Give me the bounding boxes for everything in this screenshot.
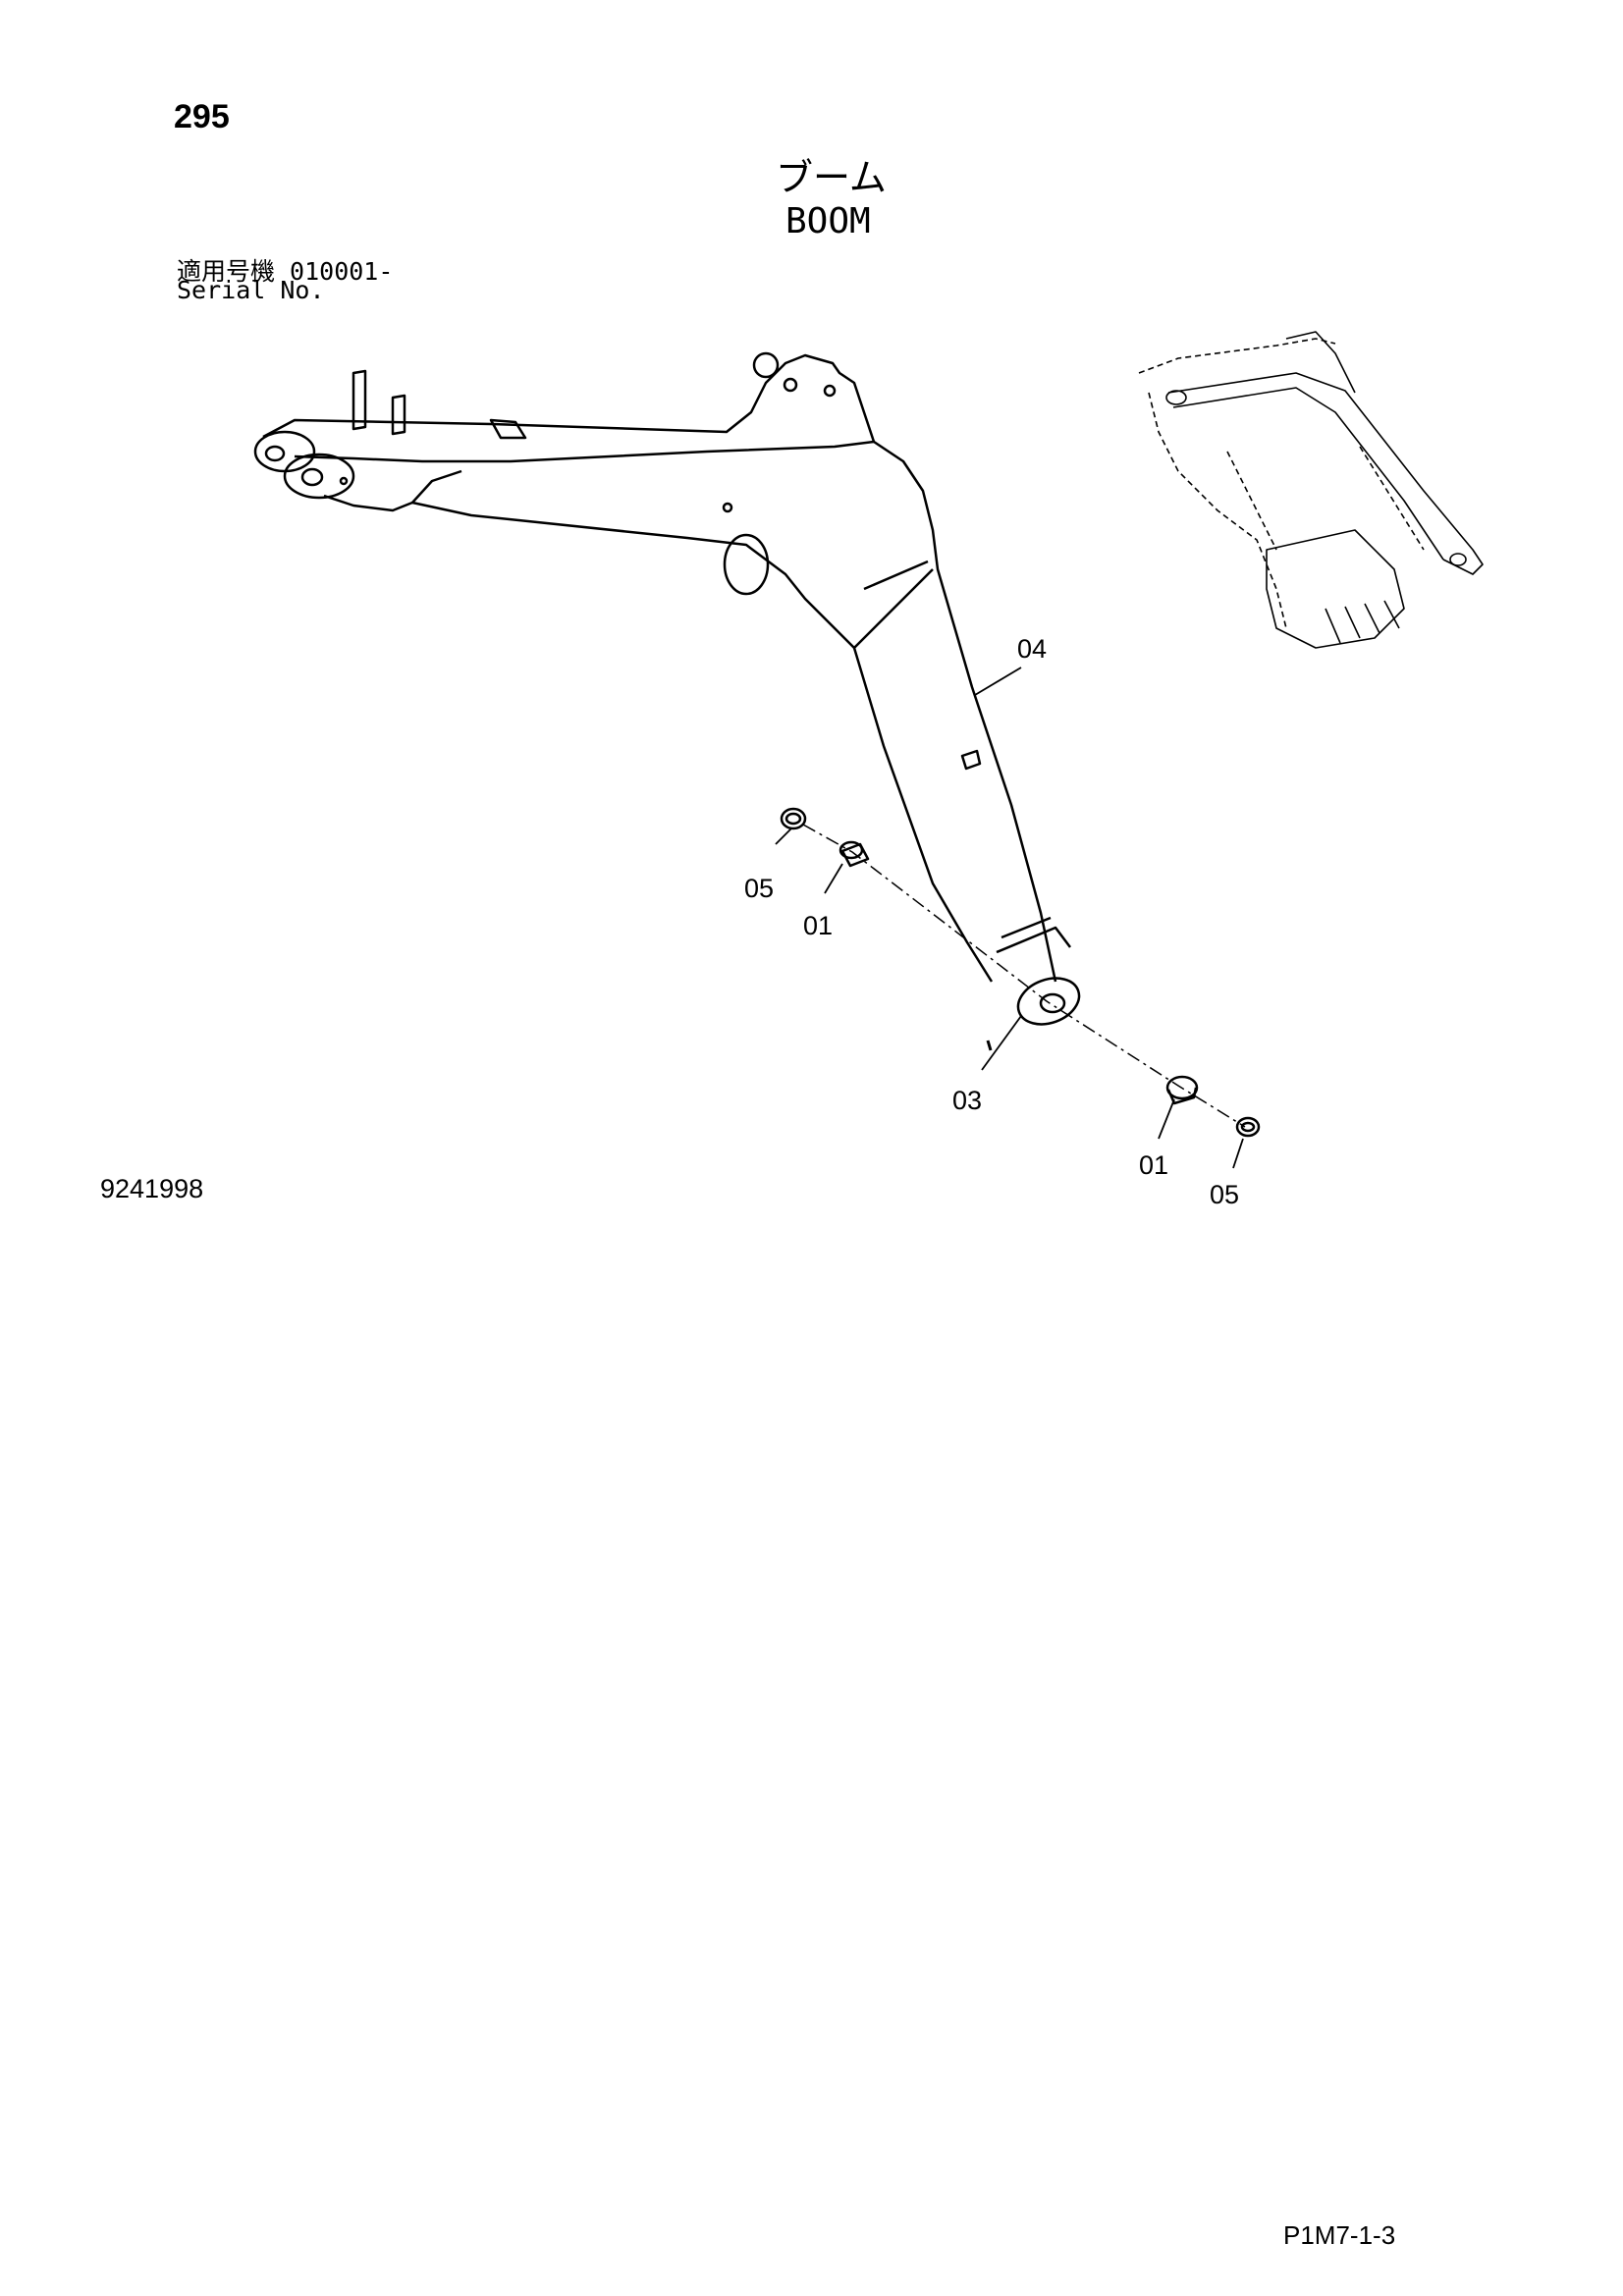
grease-fitting-03 [986, 1040, 993, 1051]
seal-05-upper [780, 807, 807, 830]
bushing-01-upper [840, 842, 870, 868]
excavator-inset-drawing [1138, 331, 1484, 649]
callout-03: 03 [952, 1086, 983, 1115]
callout-05-upper: 05 [744, 874, 775, 903]
boom-main-drawing [253, 351, 1081, 1026]
title-japanese: ブーム [776, 156, 887, 199]
callout-01-upper: 01 [803, 911, 834, 940]
serial-label-english: Serial No. [177, 276, 325, 304]
callout-04: 04 [1017, 634, 1048, 664]
callout-05-lower: 05 [1210, 1180, 1240, 1209]
serial-label-japanese: 適用号機 010001- [177, 257, 394, 286]
assembly-centerline [802, 824, 1246, 1128]
parts-small [780, 807, 1261, 1138]
title-english: BOOM [785, 201, 871, 241]
callout-01-lower: 01 [1139, 1150, 1169, 1180]
seal-05-lower [1235, 1116, 1261, 1138]
leader-lines [775, 667, 1244, 1169]
page-code: P1M7-1-3 [1283, 2220, 1396, 2250]
drawing-number: 9241998 [100, 1174, 204, 1203]
bushing-01-lower [1165, 1075, 1199, 1100]
page-number: 295 [174, 98, 230, 135]
